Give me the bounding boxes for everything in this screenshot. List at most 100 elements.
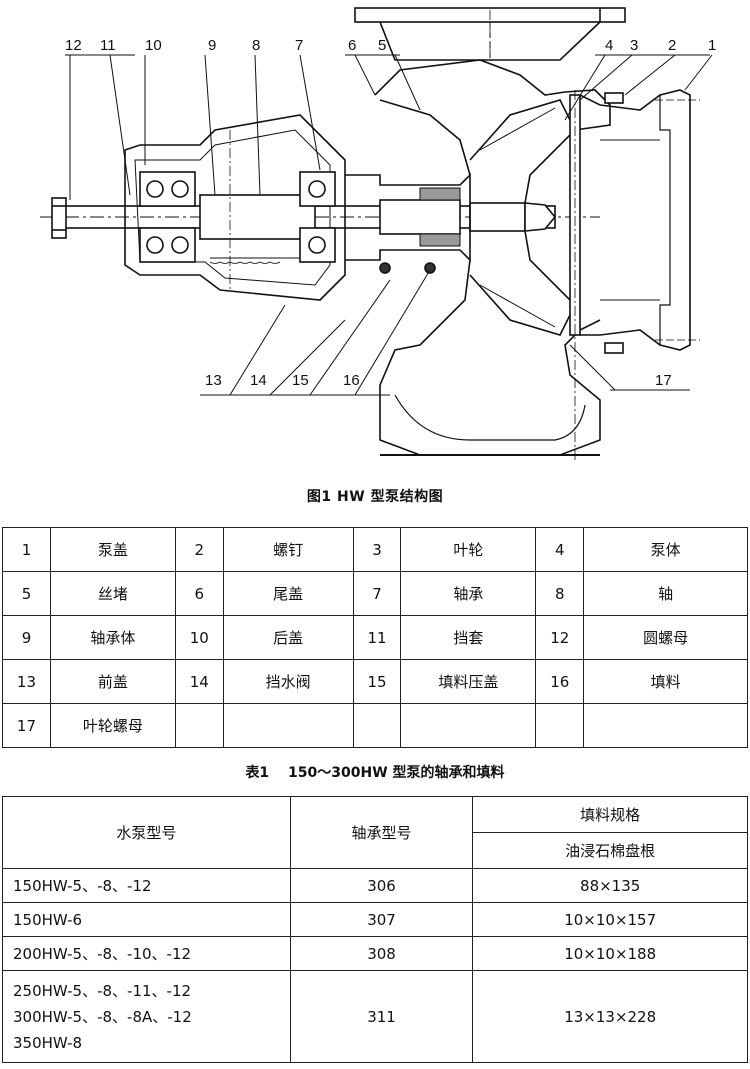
packing-spec: 10×10×157 — [472, 902, 748, 937]
pump-model-line: 250HW-5、-8、-11、-12 — [13, 981, 192, 1000]
part-number: 14 — [174, 659, 224, 704]
bearing-model: 311 — [289, 970, 474, 1063]
part-number — [352, 703, 402, 748]
part-name: 轴承体 — [49, 615, 176, 660]
callout-10: 10 — [145, 37, 162, 54]
pump-cover — [569, 89, 700, 354]
callout-7: 7 — [295, 37, 303, 54]
bearings — [139, 171, 336, 263]
pump-structure-drawing: 12 11 10 9 8 7 6 5 4 3 2 1 13 14 15 16 1… — [40, 7, 716, 460]
impeller-nut — [524, 202, 557, 232]
part-number: 2 — [174, 527, 224, 572]
callout-4: 4 — [605, 37, 613, 54]
part-number: 1 — [2, 527, 51, 572]
callout-8: 8 — [252, 37, 260, 54]
part-number: 13 — [2, 659, 51, 704]
part-name — [583, 703, 748, 748]
part-number — [535, 703, 585, 748]
round-nut — [51, 197, 67, 239]
pump-model-line: 150HW-5、-8、-12 — [13, 876, 152, 895]
part-name: 轴承 — [400, 571, 537, 616]
callout-labels: 12 11 10 9 8 7 6 5 4 3 2 1 13 14 15 16 1… — [65, 37, 716, 389]
pump-model: 200HW-5、-8、-10、-12 — [2, 936, 291, 971]
packing-spec: 13×13×228 — [472, 970, 748, 1063]
part-number: 16 — [535, 659, 585, 704]
center-lines — [229, 10, 576, 460]
part-number: 11 — [352, 615, 402, 660]
spec-row: 250HW-5、-8、-11、-12 300HW-5、-8、-8A、-12 350H… — [2, 970, 748, 1063]
part-number: 12 — [535, 615, 585, 660]
header-packing-sub: 油浸石棉盘根 — [472, 832, 748, 869]
pump-model-line: 300HW-5、-8、-8A、-12 — [13, 1007, 192, 1026]
part-name: 挡水阀 — [222, 659, 354, 704]
part-name: 叶轮 — [400, 527, 537, 572]
part-number: 6 — [174, 571, 224, 616]
part-number: 3 — [352, 527, 402, 572]
pump-model: 150HW-6 — [2, 902, 291, 937]
bearing-model: 306 — [289, 868, 474, 903]
part-name: 尾盖 — [222, 571, 354, 616]
pump-model: 250HW-5、-8、-11、-12 300HW-5、-8、-8A、-12 350H… — [2, 970, 291, 1063]
part-name: 叶轮螺母 — [49, 703, 176, 748]
part-number: 17 — [2, 703, 51, 748]
packing-spec: 10×10×188 — [472, 936, 748, 971]
header-bearing: 轴承型号 — [289, 796, 474, 869]
table-caption: 表1 150～300HW 型泵的轴承和填料 — [245, 765, 505, 781]
callout-6: 6 — [348, 37, 356, 54]
part-number — [174, 703, 224, 748]
part-name: 前盖 — [49, 659, 176, 704]
pump-body — [374, 59, 611, 456]
pump-model-line: 150HW-6 — [13, 910, 83, 929]
part-number: 10 — [174, 615, 224, 660]
pump-model: 150HW-5、-8、-12 — [2, 868, 291, 903]
part-number: 5 — [2, 571, 51, 616]
part-name: 轴 — [583, 571, 748, 616]
figure-caption: 图1 HW 型泵结构图 — [306, 489, 444, 505]
part-name: 圆螺母 — [583, 615, 748, 660]
part-name — [222, 703, 354, 748]
callout-5: 5 — [378, 37, 386, 54]
callout-17: 17 — [655, 372, 672, 389]
part-name: 泵体 — [583, 527, 748, 572]
part-name: 填料 — [583, 659, 748, 704]
header-model: 水泵型号 — [2, 796, 291, 869]
pump-model-line: 350HW-8 — [13, 1033, 83, 1052]
packing-spec: 88×135 — [472, 868, 748, 903]
part-number: 15 — [352, 659, 402, 704]
part-name: 填料压盖 — [400, 659, 537, 704]
callout-16: 16 — [343, 372, 360, 389]
bearing-model: 307 — [289, 902, 474, 937]
callout-3: 3 — [630, 37, 638, 54]
callout-14: 14 — [250, 372, 267, 389]
bearing-model: 308 — [289, 936, 474, 971]
callout-1: 1 — [708, 37, 716, 54]
callout-13: 13 — [205, 372, 222, 389]
part-name: 挡套 — [400, 615, 537, 660]
part-name: 泵盖 — [49, 527, 176, 572]
header-packing: 填料规格 — [472, 796, 748, 833]
shaft — [40, 194, 600, 240]
part-name: 螺钉 — [222, 527, 354, 572]
part-number: 9 — [2, 615, 51, 660]
callout-9: 9 — [208, 37, 216, 54]
callout-11: 11 — [100, 37, 116, 54]
part-name — [400, 703, 537, 748]
part-number: 4 — [535, 527, 585, 572]
front-cover-packing — [345, 173, 471, 274]
callout-2: 2 — [668, 37, 676, 54]
part-name: 丝堵 — [49, 571, 176, 616]
part-number: 7 — [352, 571, 402, 616]
part-number: 8 — [535, 571, 585, 616]
callout-12: 12 — [65, 37, 82, 54]
pump-model-line: 200HW-5、-8、-10、-12 — [13, 944, 192, 963]
leader-lines — [65, 54, 713, 396]
